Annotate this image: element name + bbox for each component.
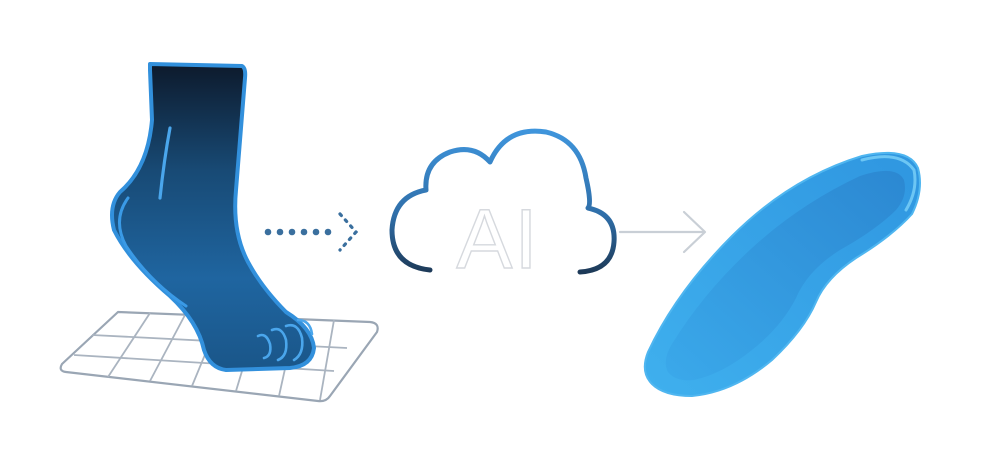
foot-icon (110, 62, 316, 372)
arrow-right-icon (618, 210, 707, 254)
cloud-icon: AI (389, 128, 617, 287)
insole-icon (643, 151, 921, 398)
ai-label: AI (456, 192, 539, 286)
dotted-arrow-icon (264, 212, 359, 252)
